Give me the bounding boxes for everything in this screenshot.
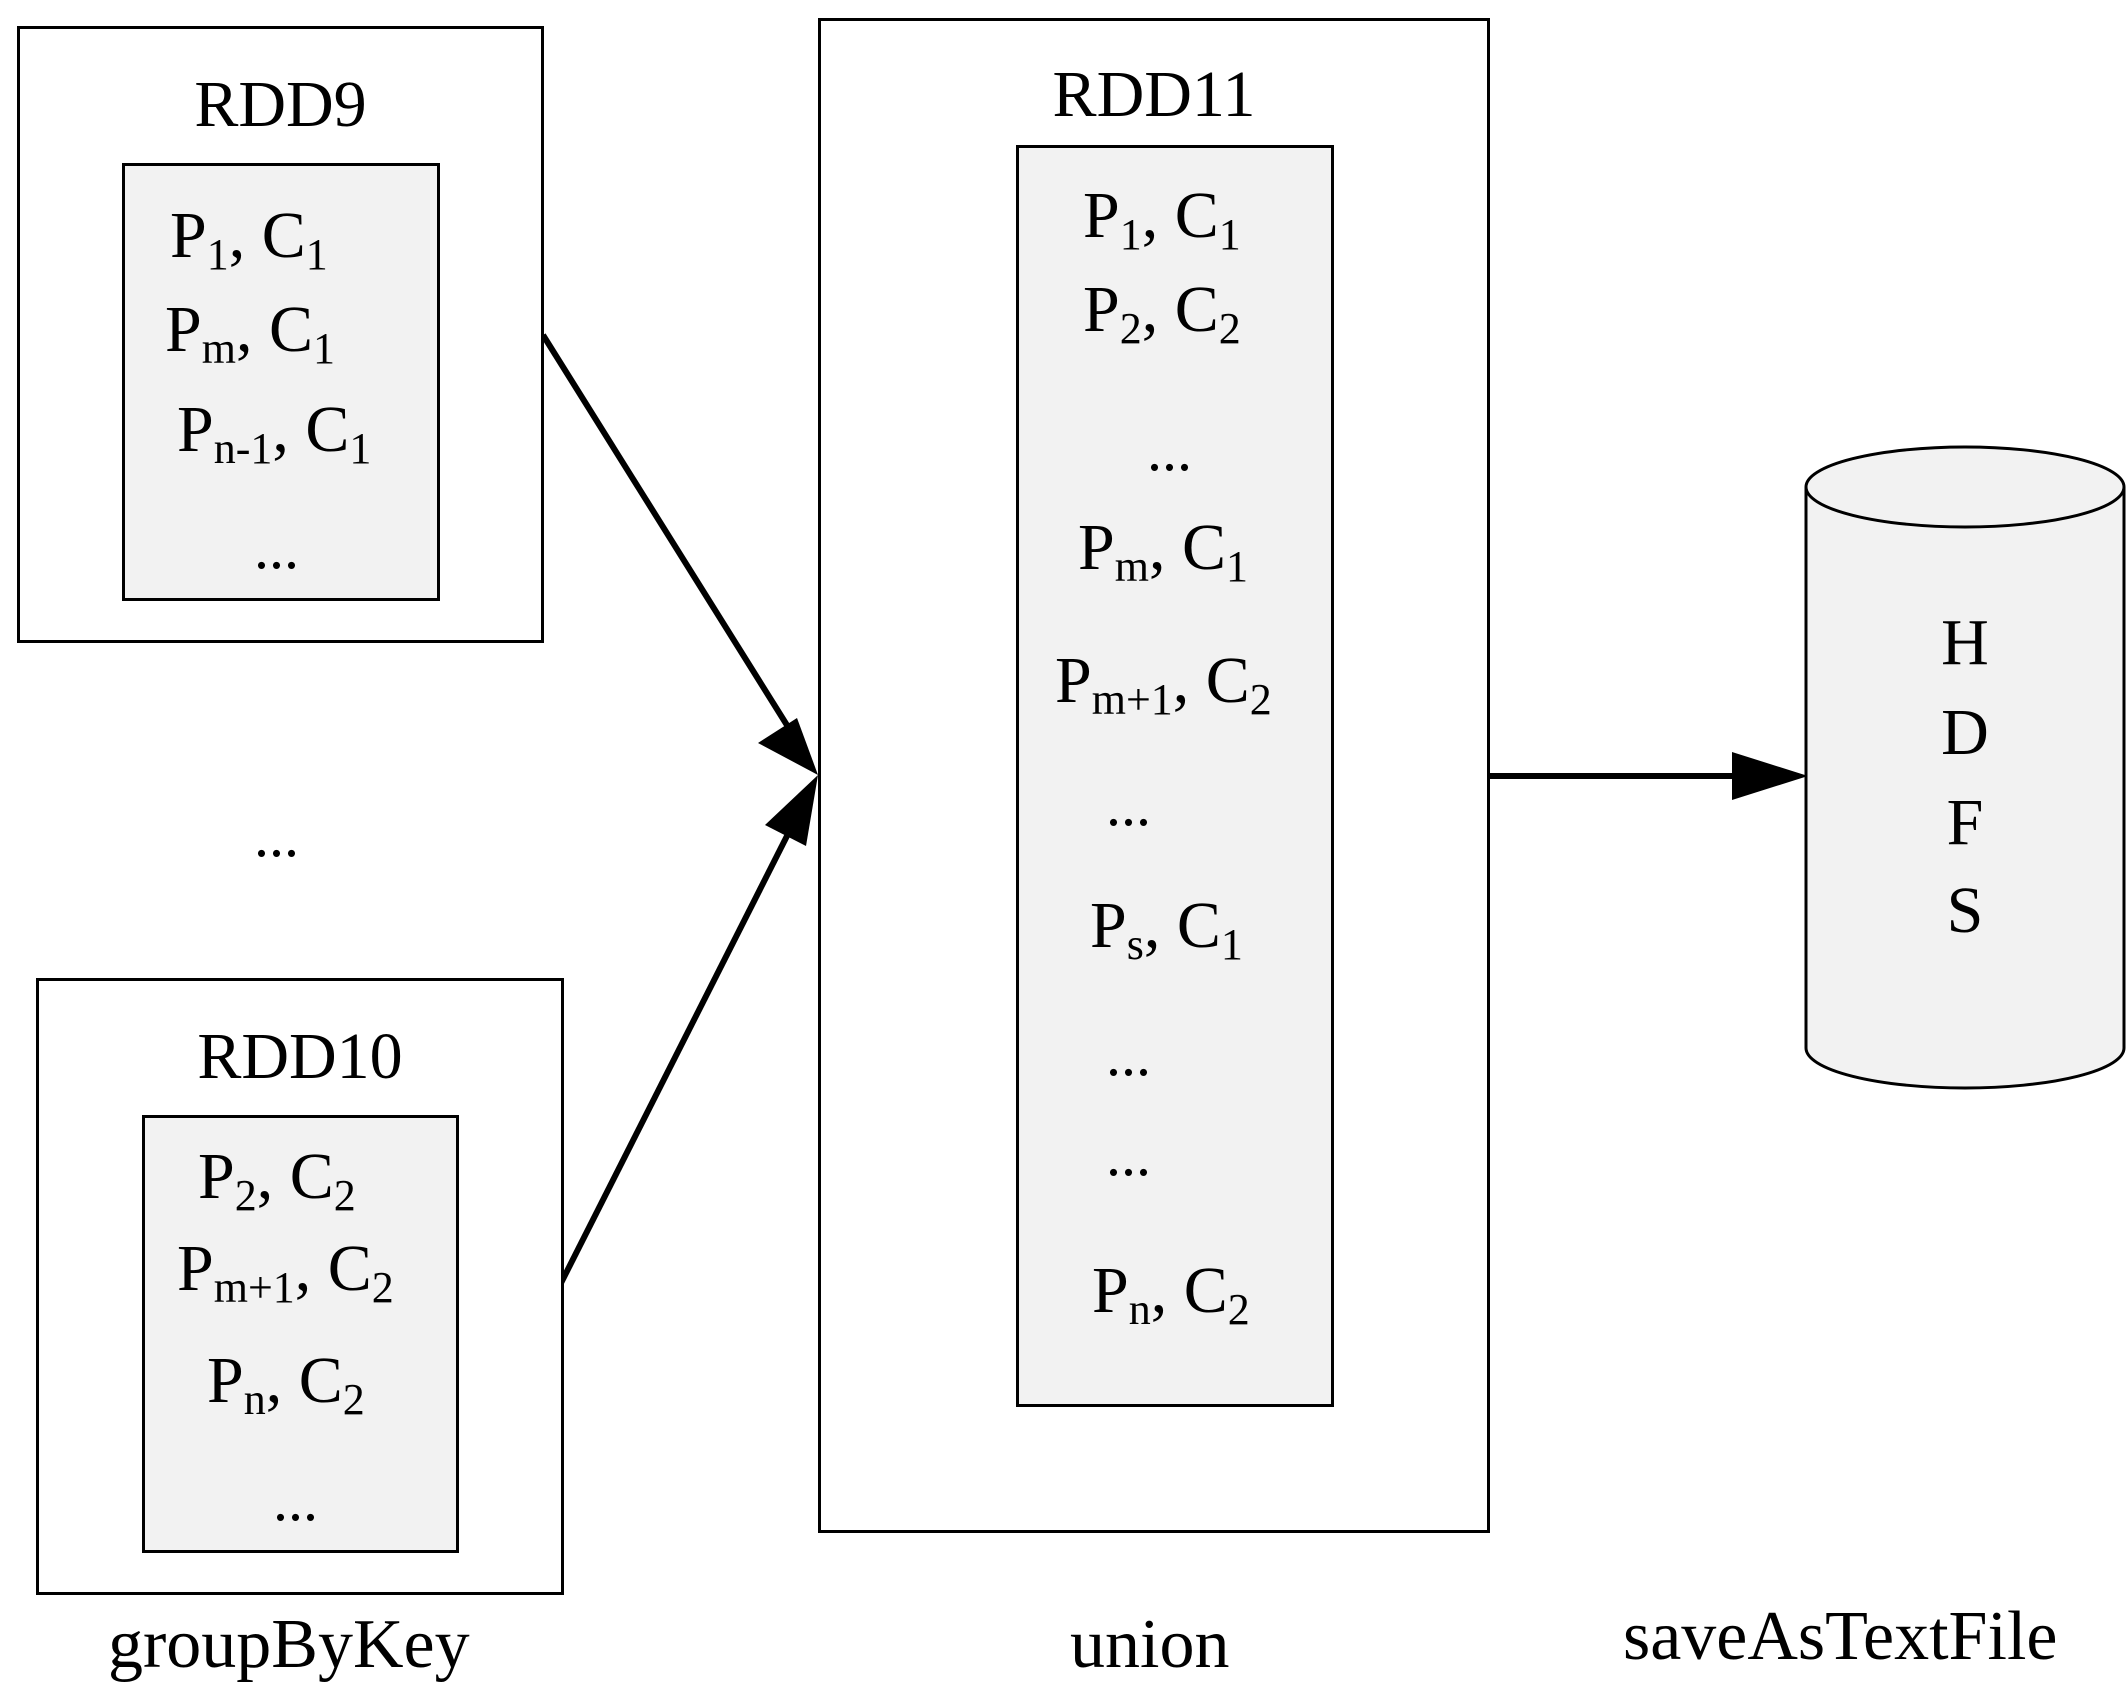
arrow-rdd9-to-rdd11 bbox=[540, 333, 793, 732]
rdd11-partition-box bbox=[1016, 145, 1334, 1407]
rdd10-entry: Pm+1, C2 bbox=[177, 1232, 394, 1313]
rdd11-entry: P1, C1 bbox=[1083, 179, 1241, 260]
rdd11-entry: Pm, C1 bbox=[1078, 511, 1248, 592]
rdd9-entry: Pn-1, C1 bbox=[177, 393, 372, 474]
caption-union: union bbox=[1070, 1606, 1230, 1683]
arrowhead-rdd9 bbox=[758, 718, 818, 775]
rdd10-title: RDD10 bbox=[197, 1020, 403, 1093]
arrowhead-rdd10 bbox=[765, 775, 818, 846]
rdd9-partition-box bbox=[122, 163, 440, 601]
rdd11-title: RDD11 bbox=[1052, 58, 1256, 131]
rdd10-ellipsis: ... bbox=[273, 1467, 318, 1533]
hdfs-letter: D bbox=[1941, 696, 1989, 769]
rdd11-entry: P2, C2 bbox=[1083, 273, 1241, 354]
rdd11-entry: Pm+1, C2 bbox=[1055, 644, 1272, 725]
between-rdd-ellipsis: ... bbox=[254, 803, 299, 869]
rdd11-ellipsis: ... bbox=[1106, 772, 1151, 838]
caption-groupbykey: groupByKey bbox=[108, 1606, 470, 1683]
rdd9-ellipsis: ... bbox=[254, 515, 299, 581]
rdd11-ellipsis: ... bbox=[1106, 1122, 1151, 1188]
rdd9-title: RDD9 bbox=[194, 68, 367, 141]
rdd9-entry: Pm, C1 bbox=[165, 293, 335, 374]
rdd11-ellipsis: ... bbox=[1106, 1022, 1151, 1088]
arrowhead-hdfs bbox=[1732, 752, 1808, 800]
hdfs-letter: H bbox=[1941, 606, 1989, 679]
rdd9-entry: P1, C1 bbox=[170, 199, 328, 280]
caption-saveastextfile: saveAsTextFile bbox=[1623, 1598, 2058, 1675]
hdfs-letter: S bbox=[1946, 874, 1984, 947]
rdd10-entry: Pn, C2 bbox=[207, 1344, 365, 1425]
hdfs-letter: F bbox=[1946, 786, 1984, 859]
rdd11-entry: Ps, C1 bbox=[1090, 889, 1243, 970]
arrow-rdd10-to-rdd11 bbox=[557, 828, 793, 1287]
rdd11-ellipsis: ... bbox=[1147, 417, 1192, 483]
rdd11-entry: Pn, C2 bbox=[1092, 1254, 1250, 1335]
rdd10-partition-box bbox=[142, 1115, 459, 1553]
rdd10-entry: P2, C2 bbox=[198, 1140, 356, 1221]
hdfs-cylinder bbox=[1804, 445, 2126, 1090]
